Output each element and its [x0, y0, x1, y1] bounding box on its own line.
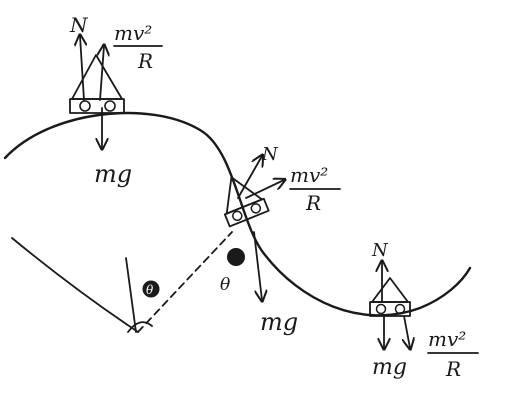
centripetal-numerator-middle: mv²: [290, 163, 328, 187]
centripetal-denominator-bottom: R: [445, 357, 461, 381]
track-curve: [3, 111, 472, 317]
weight-label-top: mg: [94, 160, 132, 188]
radius-sector: [11, 231, 233, 333]
normal-label-top: N: [69, 13, 89, 37]
centripetal-numerator-bottom: mv²: [428, 327, 466, 351]
centripetal-denominator-middle: R: [305, 191, 321, 215]
weight-label-middle: mg: [260, 308, 298, 336]
angle-label-middle: θ: [220, 275, 230, 295]
cart-bottom: [369, 262, 410, 348]
normal-label-middle: N: [261, 144, 279, 165]
angle-dot-middle: [227, 248, 245, 266]
cart-top: [69, 36, 125, 148]
center-angle-label: θ: [146, 283, 154, 297]
centripetal-denominator-top: R: [137, 49, 153, 73]
center-angle-mark: θ: [142, 280, 160, 298]
centripetal-force-arrow-top: [100, 46, 104, 101]
normal-force-arrow-top: [80, 36, 84, 101]
normal-force-arrow-middle: [237, 156, 262, 199]
weight-arrow-middle: [253, 231, 262, 300]
weight-label-bottom: mg: [372, 355, 407, 380]
centripetal-force-arrow-bottom: [404, 315, 410, 348]
centripetal-force-arrow-middle: [245, 180, 284, 199]
normal-label-bottom: N: [371, 240, 389, 261]
centripetal-numerator-top: mv²: [114, 21, 152, 45]
cart-middle: [223, 176, 270, 228]
